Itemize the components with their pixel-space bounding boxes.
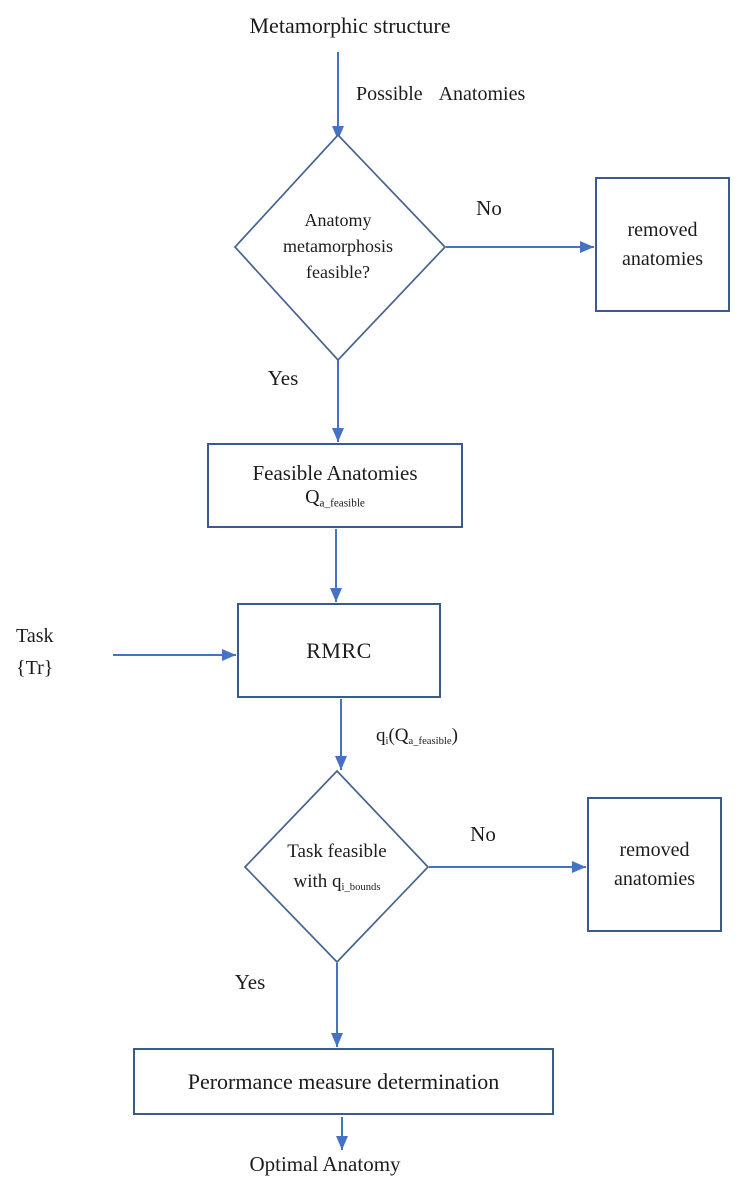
- feasible-anatomies-title: Feasible Anatomies: [252, 461, 418, 486]
- decision2-label: Task feasible with qi_bounds: [246, 837, 428, 903]
- decision2-line2-base: with q: [293, 871, 342, 892]
- task-input-label: Task {Tr}: [16, 620, 53, 684]
- performance-box: Perormance measure determination: [133, 1048, 554, 1115]
- decision1-diamond: [233, 133, 447, 362]
- rmrc-out-open: (Q: [388, 725, 409, 746]
- q-symbol-base: Q: [305, 486, 320, 509]
- task-line1: Task: [16, 625, 54, 647]
- q-symbol-sub: a_feasible: [319, 497, 365, 510]
- decision2-diamond: [243, 769, 430, 964]
- performance-label: Perormance measure determination: [187, 1068, 500, 1094]
- optimal-anatomy-label: Optimal Anatomy: [249, 1152, 401, 1176]
- decision1-yes-label: Yes: [267, 366, 299, 390]
- rmrc-out-base-sub: i: [385, 736, 389, 748]
- decision1-label: Anatomy metamorphosis feasible?: [248, 207, 428, 285]
- decision1-no-label: No: [476, 196, 502, 220]
- removed-anatomies-box-2: removed anatomies: [587, 797, 722, 932]
- decision2-yes-label: Yes: [234, 970, 266, 994]
- decision2-no-label: No: [470, 822, 496, 846]
- decision1-line1: Anatomy: [304, 210, 372, 230]
- possible-anatomies-label: Possible Anatomies: [356, 83, 526, 105]
- removed2-line1: removed: [619, 838, 690, 861]
- removed-anatomies-box-1: removed anatomies: [595, 177, 730, 312]
- decision2-line2: with qi_bounds: [246, 867, 428, 903]
- removed2-line2: anatomies: [613, 867, 696, 890]
- removed1-line2: anatomies: [621, 247, 704, 270]
- decision2-line2-sub: i_bounds: [341, 882, 381, 894]
- removed1-line1: removed: [627, 218, 698, 241]
- decision1-line2: metamorphosis: [283, 236, 393, 256]
- rmrc-label: RMRC: [306, 637, 372, 663]
- feasible-anatomies-symbol: Qa_feasible: [305, 486, 365, 509]
- rmrc-out-base: q: [376, 725, 386, 746]
- rmrc-output-label: qi(Qa_feasible): [376, 725, 458, 747]
- rmrc-box: RMRC: [237, 603, 441, 698]
- decision1-line3: feasible?: [306, 262, 370, 282]
- rmrc-out-inner-sub: a_feasible: [408, 736, 452, 748]
- feasible-anatomies-box: Feasible Anatomies Qa_feasible: [207, 443, 463, 528]
- start-label: Metamorphic structure: [249, 13, 451, 38]
- decision2-line1: Task feasible: [287, 841, 387, 862]
- rmrc-out-close: ): [451, 725, 458, 746]
- task-line2: {Tr}: [16, 657, 54, 679]
